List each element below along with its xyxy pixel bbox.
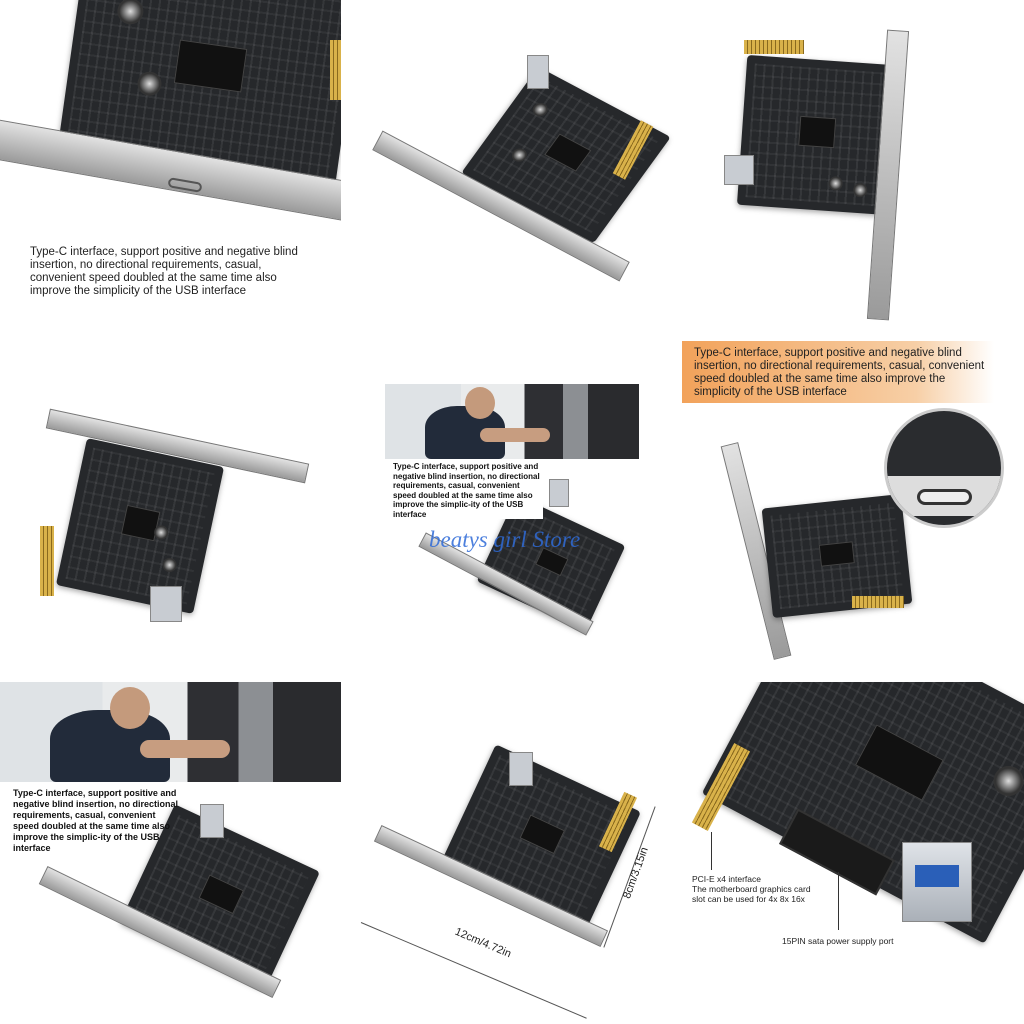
panel-1: Type-C interface, support positive and n… [0, 0, 341, 341]
pcie-label: PCI-E x4 interface The motherboard graph… [692, 874, 811, 904]
store-watermark: beatys girl Store [429, 527, 581, 552]
usb-a-port [200, 804, 224, 838]
caption: Type-C interface, support positive and n… [694, 347, 985, 398]
panel-4 [0, 341, 341, 682]
technician-photo [385, 384, 639, 459]
caption-banner: Type-C interface, support positive and n… [682, 341, 994, 403]
pcb-card [701, 682, 1024, 944]
gold-fingers [40, 526, 54, 596]
sata-pointer-line [838, 872, 839, 930]
panel-8: 12cm/4.72in 8cm/3.15in [341, 682, 682, 1024]
sata-label: 15PIN sata power supply port [782, 936, 894, 946]
pcb-card [736, 54, 898, 216]
panel-5: Type-C interface, support positive and n… [341, 341, 682, 682]
pcie-label-line-2: The motherboard graphics card [692, 884, 811, 894]
pcb-card [461, 66, 671, 244]
gold-fingers [744, 40, 804, 54]
panel-7: Type-C interface, support positive and n… [0, 682, 341, 1024]
width-dimension-label: 12cm/4.72in [453, 925, 513, 961]
panel-2 [341, 0, 682, 341]
caption: Type-C interface, support positive and n… [13, 788, 179, 853]
panel-6: Type-C interface, support positive and n… [682, 341, 1024, 682]
usb-a-port [150, 586, 182, 622]
pcie-pointer-line [711, 832, 712, 870]
caption: Type-C interface, support positive and n… [393, 462, 543, 519]
usb-a-port [549, 479, 569, 507]
pcie-label-line-1: PCI-E x4 interface [692, 874, 761, 884]
usb-a-port [527, 55, 549, 89]
panel-3 [682, 0, 1024, 341]
usb-a-port [509, 752, 533, 786]
port-zoom-circle [884, 408, 1004, 528]
caption: Type-C interface, support positive and n… [30, 246, 298, 297]
technician-photo [0, 682, 341, 782]
panel-9: PCI-E x4 interface The motherboard graph… [682, 682, 1024, 1024]
pcie-label-line-3: slot can be used for 4x 8x 16x [692, 894, 805, 904]
usb-a-port [724, 155, 754, 185]
gold-fingers [330, 40, 341, 100]
height-dimension-label: 8cm/3.15in [621, 845, 651, 901]
pcb-card [55, 438, 225, 614]
gold-fingers [852, 596, 904, 608]
usb-a-port [902, 842, 972, 922]
